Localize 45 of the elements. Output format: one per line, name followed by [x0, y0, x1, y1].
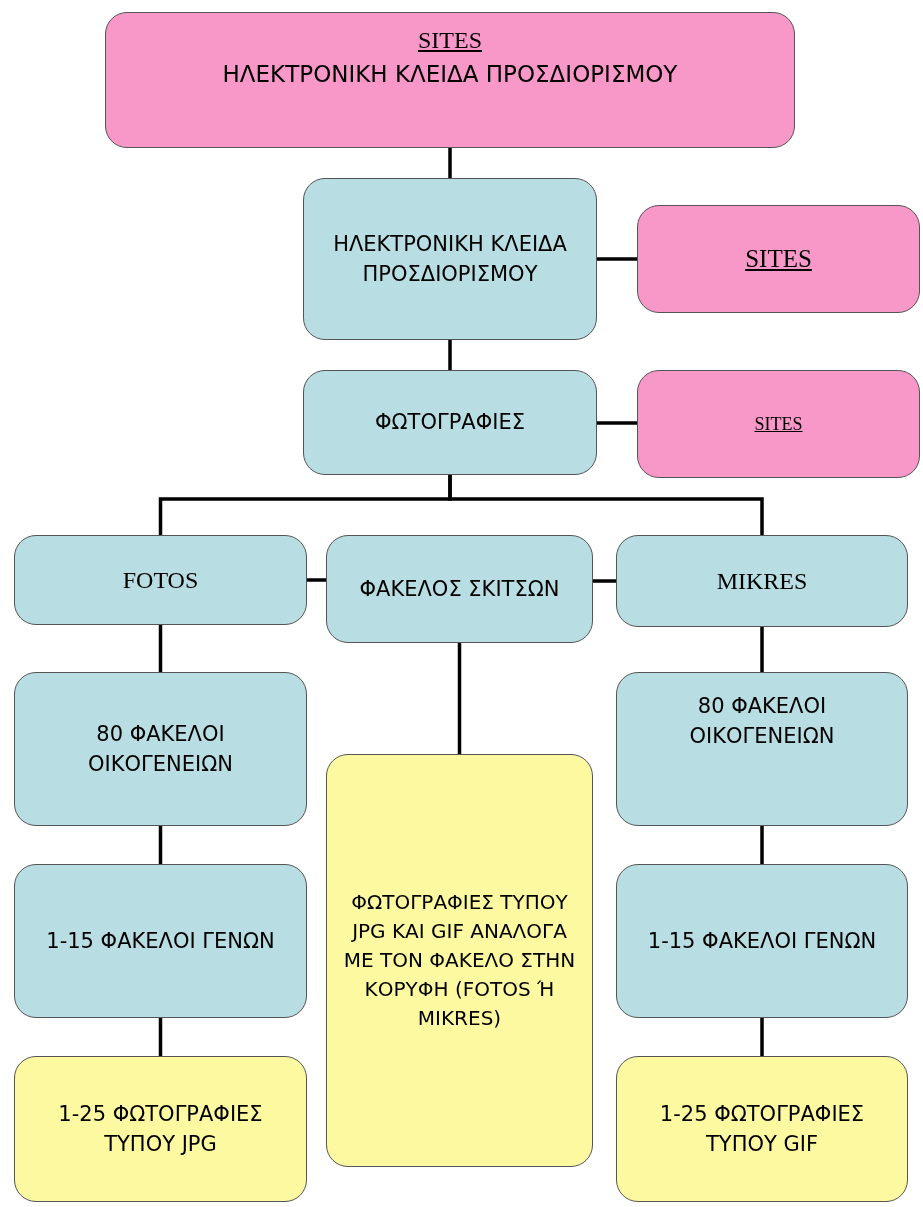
connector-line [760, 826, 764, 864]
connector-line [457, 643, 462, 754]
node-text: 80 ΦΑΚΕΛΟΙ ΟΙΚΟΓΕΝΕΙΩΝ [688, 693, 836, 751]
connector-line [593, 579, 616, 583]
process-box [637, 205, 920, 313]
process-box [105, 12, 795, 148]
connector-line [597, 257, 637, 261]
connector-line [158, 625, 163, 672]
node-text: ΗΛΕΚΤΡΟΝΙΚΗ ΚΛΕΙΔΑ ΠΡΟΣΔΙΟΡΙΣΜΟΥ [332, 230, 568, 288]
process-box [637, 370, 920, 478]
node-text: ΗΛΕΚΤΡΟΝΙΚΗ ΚΛΕΙΔΑ ΠΡΟΣΔΙΟΡΙΣΜΟΥ [222, 59, 678, 89]
process-box [14, 535, 307, 625]
link: SITES [418, 26, 482, 55]
node-text: ΦΩΤΟΓΡΑΦΙΕΣ ΤΥΠΟΥ JPG ΚΑΙ GIF ΑΝΑΛΟΓΑ ΜΕ ΤΟΝ ΦΑΚΕΛΟ ΣΤΗΝ ΚΟΡΥΦΗ (FOTOS Ή MIKRES) [342, 889, 577, 1032]
note-box [14, 1056, 307, 1202]
process-box [303, 178, 597, 340]
node-text: ΦΩΤΟΓΡΑΦΙΕΣ [375, 409, 525, 437]
process-box [616, 535, 908, 627]
link: SITES [745, 243, 812, 274]
process-box [14, 672, 307, 826]
connector-line [448, 475, 764, 535]
note-box [326, 754, 593, 1167]
connector-line [760, 627, 764, 672]
process-box [303, 370, 597, 475]
node-text: MIKRES [716, 566, 808, 596]
connector-line [597, 421, 637, 425]
node-text: 80 ΦΑΚΕΛΟΙ ΟΙΚΟΓΕΝΕΙΩΝ [87, 720, 234, 778]
process-box [326, 535, 593, 643]
connector-line [158, 1018, 163, 1056]
connector-line [158, 826, 163, 864]
node-text: 1-25 ΦΩΤΟΓΡΑΦΙΕΣ ΤΥΠΟΥ JPG [57, 1100, 264, 1158]
note-box [616, 1056, 908, 1202]
connector-line [760, 1018, 764, 1056]
node-text: FOTOS [122, 565, 199, 595]
node-text: 1-25 ΦΩΤΟΓΡΑΦΙΕΣ ΤΥΠΟΥ GIF [658, 1100, 866, 1158]
process-box [616, 672, 908, 826]
connector-line [307, 578, 326, 582]
node-text: 1-15 ΦΑΚΕΛΟΙ ΓΕΝΩΝ [46, 927, 275, 955]
process-box [616, 864, 908, 1018]
process-box [14, 864, 307, 1018]
connector-line [448, 340, 452, 370]
node-text: ΦΑΚΕΛΟΣ ΣΚΙΤΣΩΝ [359, 575, 560, 603]
connector-line [448, 148, 452, 178]
node-text: 1-15 ΦΑΚΕΛΟΙ ΓΕΝΩΝ [647, 927, 877, 955]
link: SITES [754, 412, 803, 436]
